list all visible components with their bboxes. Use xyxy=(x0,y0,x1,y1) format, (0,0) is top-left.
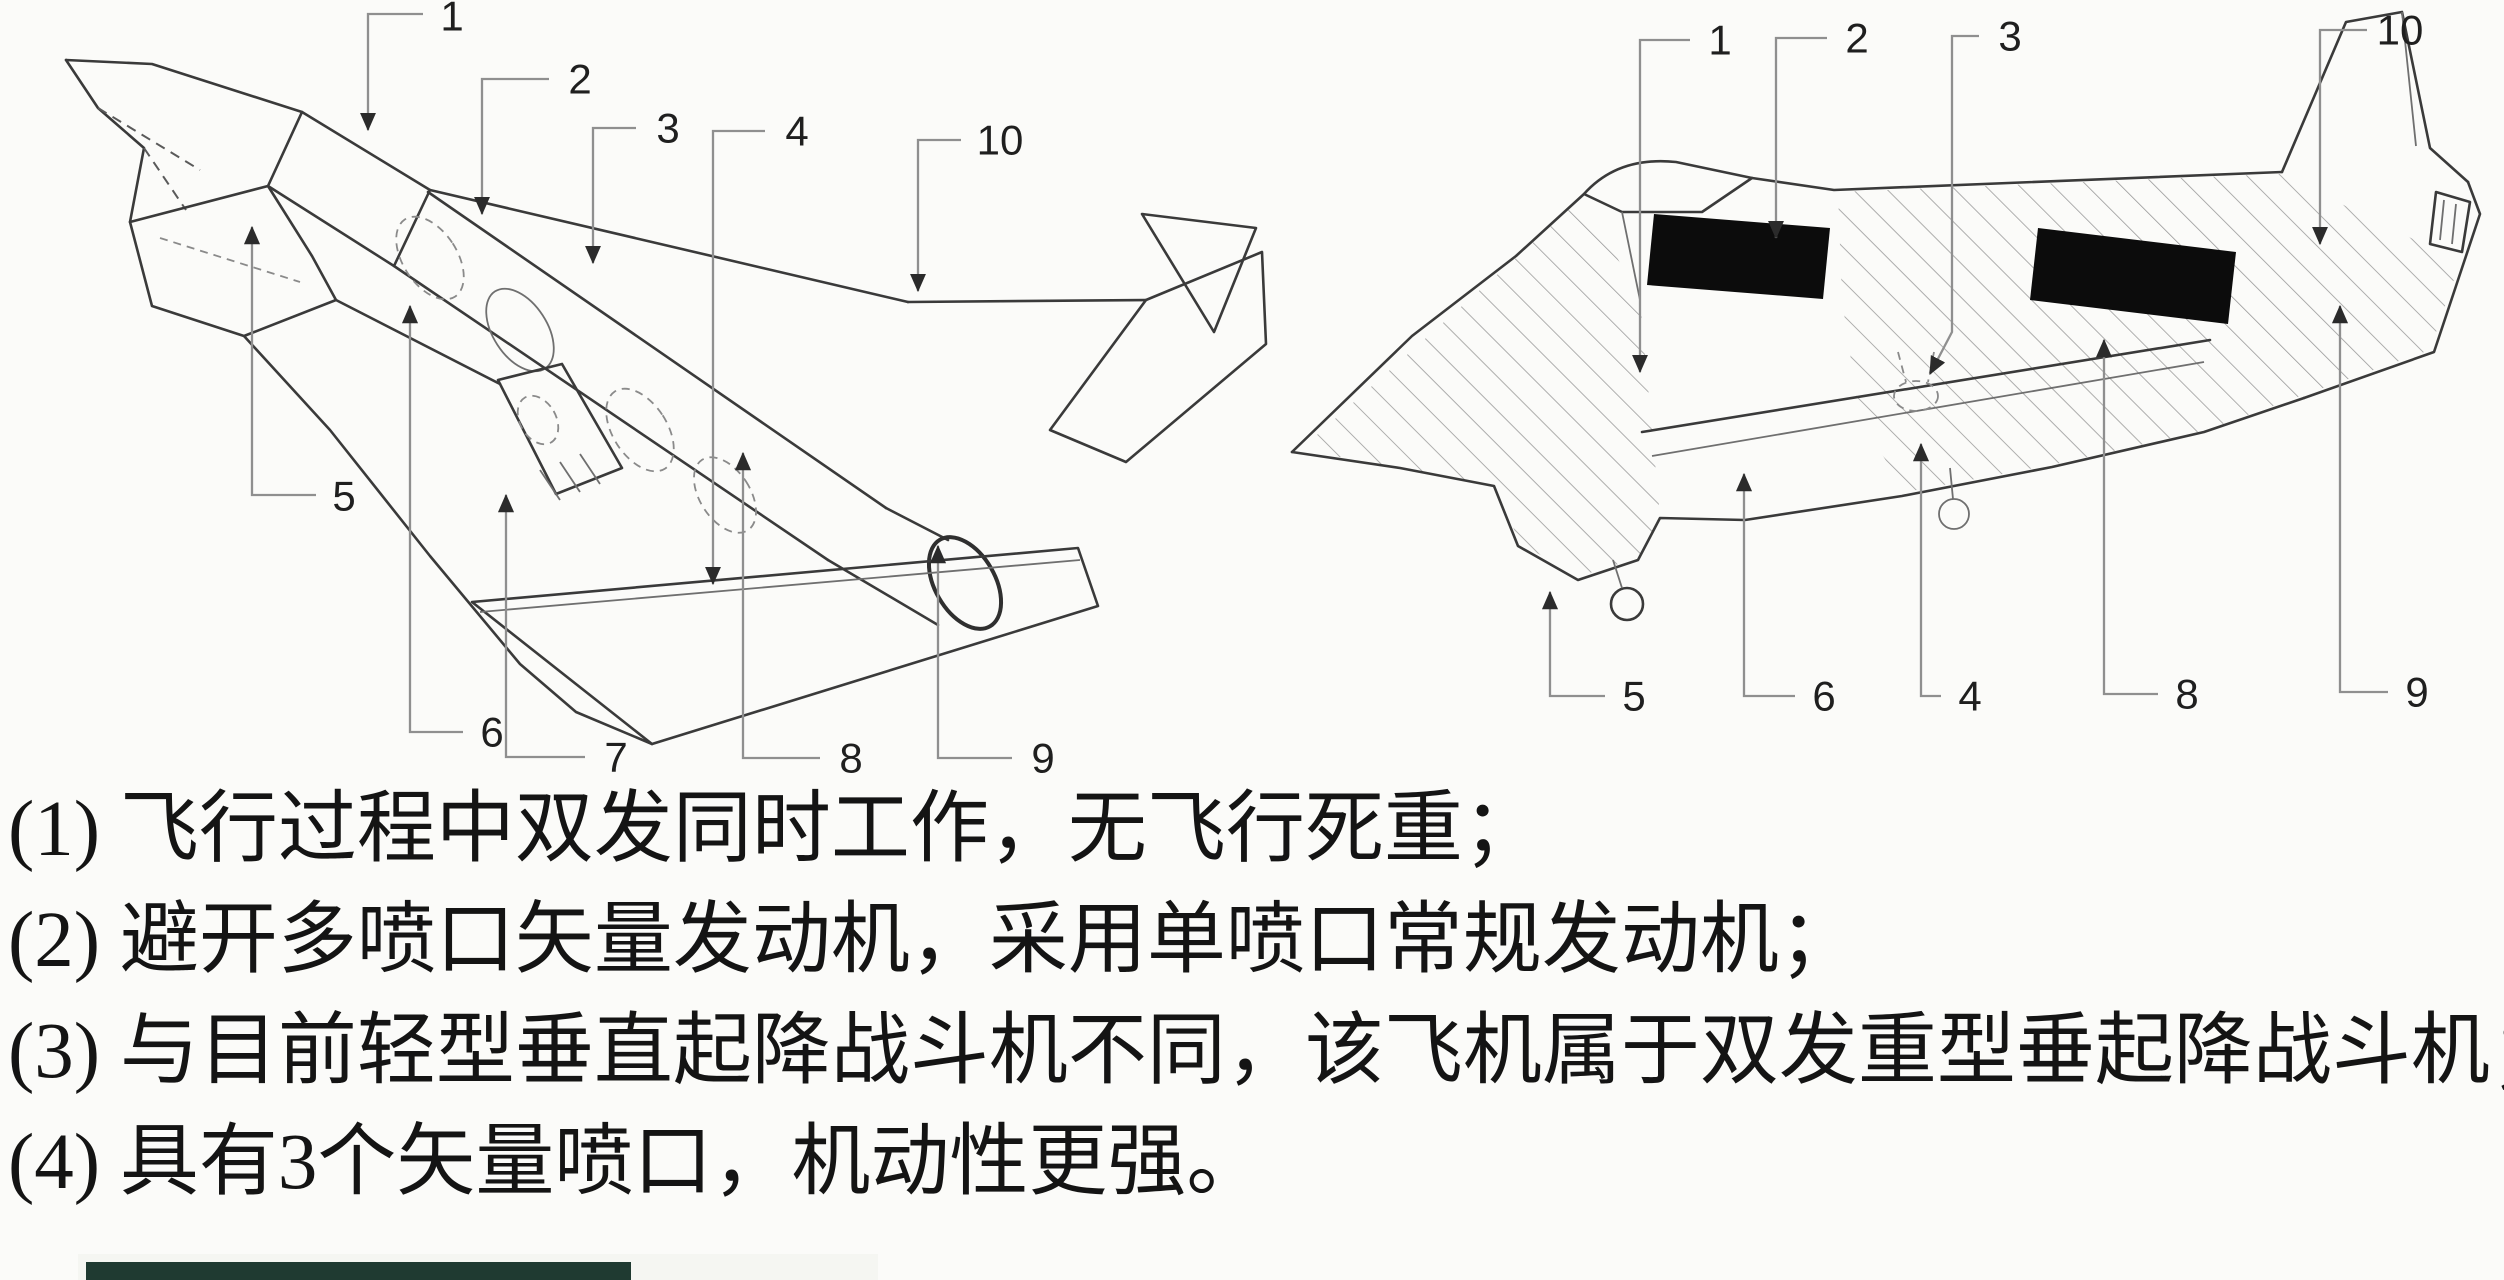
callout-leader-left-7 xyxy=(497,493,585,759)
annotation-notes: (1) 飞行过程中双发同时工作，无飞行死重； (2) 避开多喷口矢量发动机，采用… xyxy=(8,774,2504,1218)
left-aircraft-drawing xyxy=(64,58,1268,746)
callout-label-right-10: 10 xyxy=(2377,7,2424,54)
callout-leader-left-1 xyxy=(359,12,423,132)
callout-leader-right-10 xyxy=(2311,28,2367,246)
callout-leader-left-6 xyxy=(401,304,463,734)
callout-label-left-5: 5 xyxy=(332,473,355,520)
callout-leader-left-3 xyxy=(584,126,636,265)
note-line-4: (4) 具有3个矢量喷口，机动性更强。 xyxy=(8,1119,1266,1206)
callout-label-right-1: 1 xyxy=(1708,17,1731,64)
note-line-1: (1) 飞行过程中双发同时工作，无飞行死重； xyxy=(8,786,1542,873)
note-line-3: (3) 与目前轻型垂直起降战斗机不同，该飞机属于双发重型垂起降战斗机； xyxy=(8,1008,2504,1095)
callout-label-left-9: 9 xyxy=(1031,735,1054,782)
callout-label-left-4: 4 xyxy=(785,108,808,155)
callout-label-left-6: 6 xyxy=(480,709,503,756)
callout-leader-right-8 xyxy=(2095,338,2158,696)
callout-leader-left-5 xyxy=(243,225,316,497)
callout-label-right-4: 4 xyxy=(1958,673,1981,720)
callout-leader-left-10 xyxy=(909,138,961,293)
callout-label-left-10: 10 xyxy=(977,117,1024,164)
left-callouts: 1 2 3 4 10 5 6 7 8 9 xyxy=(243,0,1055,782)
callout-label-left-8: 8 xyxy=(839,735,862,782)
footer-progress-bar xyxy=(86,1262,631,1280)
callout-leader-left-4 xyxy=(704,129,765,586)
callout-label-right-2: 2 xyxy=(1845,15,1868,62)
callout-leader-right-6 xyxy=(1735,472,1795,698)
right-aircraft-drawing xyxy=(1290,10,2482,622)
callout-label-left-1: 1 xyxy=(440,0,463,40)
callout-leader-left-9 xyxy=(929,544,1012,760)
callout-leader-right-9 xyxy=(2331,304,2388,694)
callout-leader-right-4 xyxy=(1912,442,1941,698)
callout-label-right-3: 3 xyxy=(1998,13,2021,60)
callout-label-left-3: 3 xyxy=(656,105,679,152)
callout-leader-left-2 xyxy=(473,77,549,216)
callout-leader-right-3 xyxy=(1928,34,1979,376)
right-callouts: 1 2 3 10 5 6 4 8 9 xyxy=(1541,7,2429,720)
callout-leader-left-8 xyxy=(734,451,820,760)
callout-label-right-6: 6 xyxy=(1812,673,1835,720)
callout-label-right-8: 8 xyxy=(2175,671,2198,718)
note-line-2: (2) 避开多喷口矢量发动机，采用单喷口常规发动机； xyxy=(8,897,1858,984)
callout-label-right-5: 5 xyxy=(1622,673,1645,720)
callout-leader-right-1 xyxy=(1631,38,1690,374)
callout-label-right-9: 9 xyxy=(2405,669,2428,716)
callout-leader-right-2 xyxy=(1767,36,1827,240)
callout-label-left-7: 7 xyxy=(604,734,627,781)
callout-leader-right-5 xyxy=(1541,590,1605,698)
callout-label-left-2: 2 xyxy=(568,56,591,103)
